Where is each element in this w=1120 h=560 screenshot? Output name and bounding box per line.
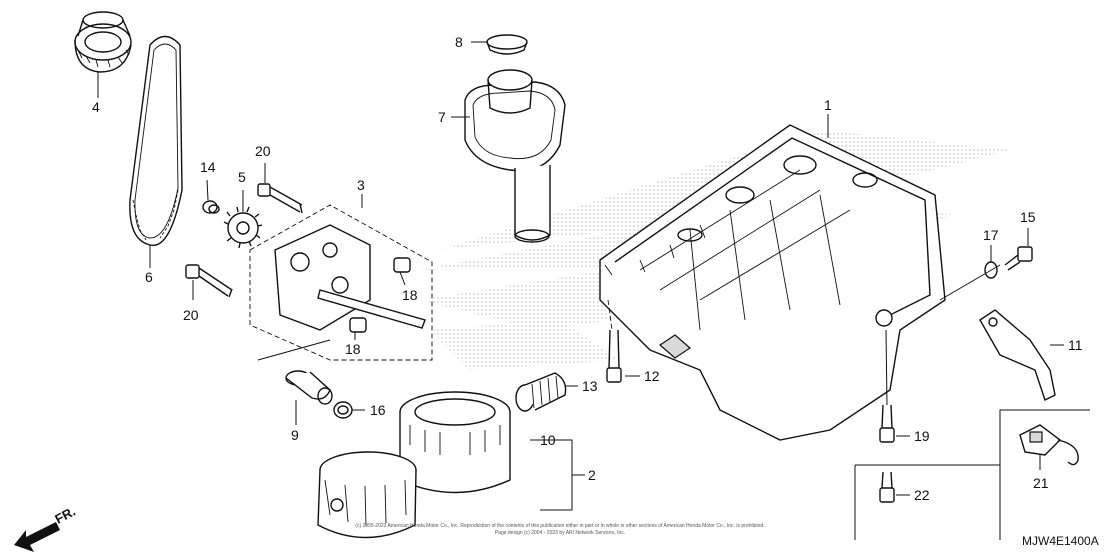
callout-22: 22 — [914, 487, 930, 503]
callout-18-upper: 18 — [402, 287, 418, 303]
bracket-11-part — [979, 309, 1056, 401]
callout-15: 15 — [1020, 209, 1036, 225]
cam-chain-part — [129, 35, 183, 247]
callout-18-lower: 18 — [345, 341, 361, 357]
callout-19: 19 — [914, 428, 930, 444]
copyright-line-2: Page design (c) 2004 - 2023 by ARI Netwo… — [495, 530, 625, 536]
callout-7: 7 — [438, 109, 446, 125]
diagram-code: MJW4E1400A — [1022, 534, 1099, 548]
callout-4: 4 — [92, 99, 100, 115]
callout-21: 21 — [1033, 475, 1049, 491]
callout-14: 14 — [200, 159, 216, 175]
bolt-15-part — [1004, 246, 1033, 271]
bolt-20-top-part — [257, 183, 303, 214]
callout-20-top: 20 — [255, 143, 271, 159]
o-ring-16-part — [333, 401, 353, 419]
bolt-19-part — [879, 329, 895, 443]
bolt-22-part — [854, 464, 1000, 540]
bolt-20-lower-part — [185, 264, 233, 298]
oil-pan-part — [599, 124, 946, 441]
sensor-21-part — [999, 409, 1090, 540]
callout-1: 1 — [824, 97, 832, 113]
oil-pipe-part — [257, 339, 333, 405]
bolt-12-part — [606, 299, 622, 383]
cam-sprocket-part — [74, 11, 132, 73]
callout-11: 11 — [1068, 337, 1083, 353]
dipstick-cap-part — [486, 34, 528, 55]
callout-9: 9 — [291, 427, 299, 443]
callout-17: 17 — [983, 227, 999, 243]
front-direction-arrow-icon — [14, 522, 60, 552]
callout-6: 6 — [145, 269, 153, 285]
callout-20-lower: 20 — [183, 307, 199, 323]
oil-filter-2-part — [317, 451, 417, 539]
callout-10: 10 — [540, 432, 556, 448]
bolt-14-part — [202, 200, 220, 214]
callout-8: 8 — [455, 34, 463, 50]
strainer-screen-part — [515, 372, 567, 412]
callout-5: 5 — [238, 169, 246, 185]
oil-pump-part — [249, 204, 433, 361]
pump-sprocket-part — [223, 206, 263, 249]
oil-filter-10-part — [399, 391, 511, 494]
callout-2: 2 — [588, 467, 596, 483]
callout-3: 3 — [357, 177, 365, 193]
copyright-line-1: (c) 2005-2023 American Honda Motor Co., … — [355, 523, 764, 529]
callout-13: 13 — [582, 378, 598, 394]
oil-strainer-part — [464, 69, 566, 243]
callout-12: 12 — [644, 368, 660, 384]
callout-16: 16 — [370, 402, 386, 418]
